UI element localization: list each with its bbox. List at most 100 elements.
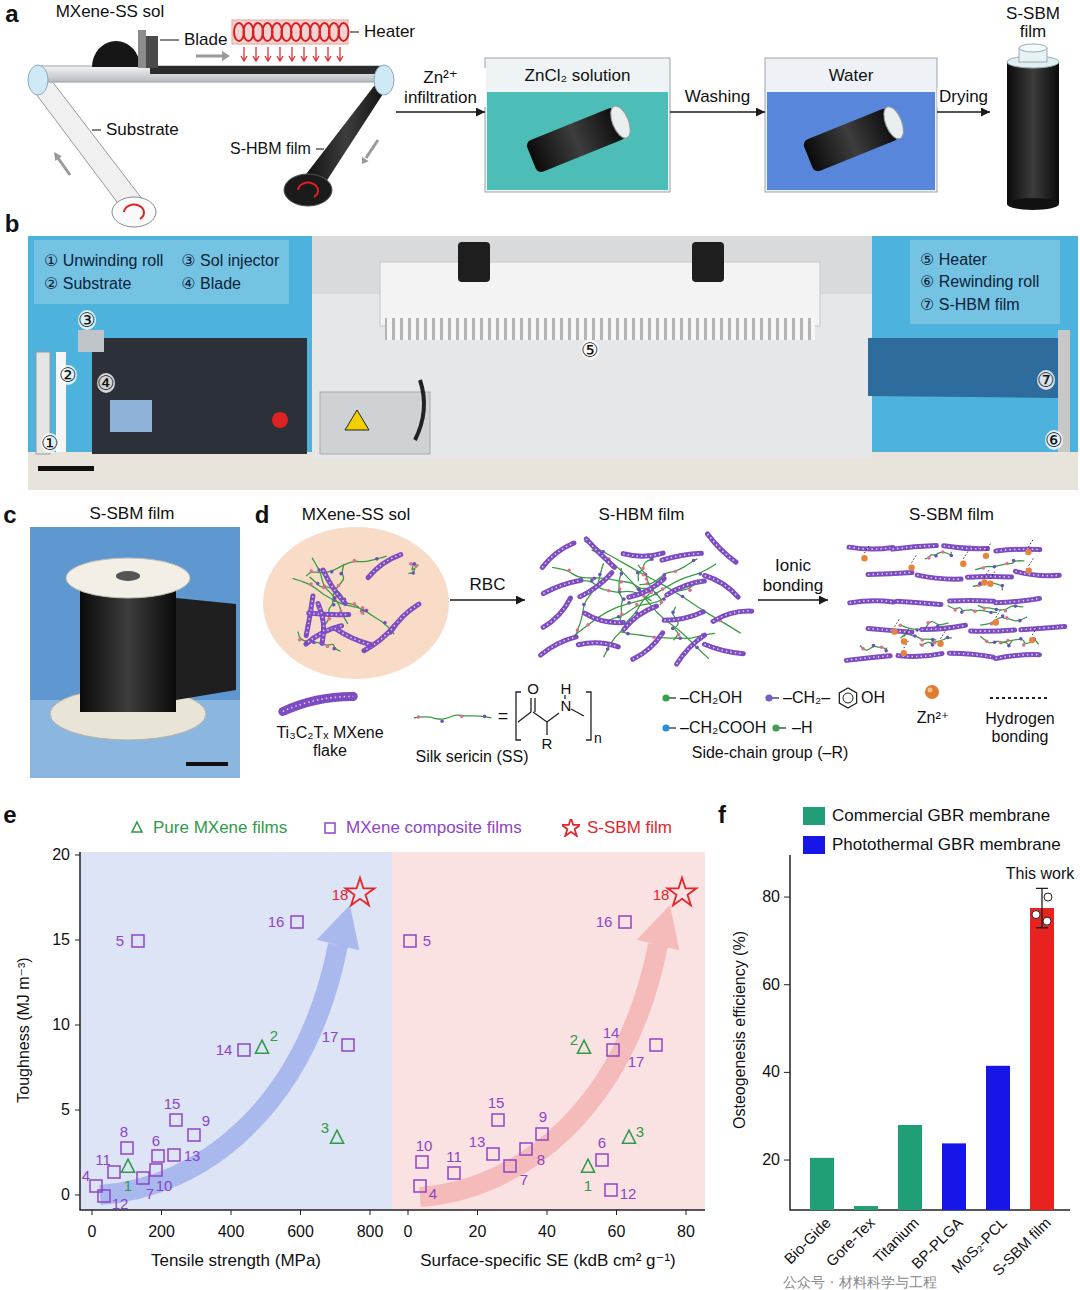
legend-text: Photothermal GBR membrane — [832, 835, 1061, 855]
point-number: 4 — [429, 1185, 437, 1202]
composite-structure — [636, 571, 640, 575]
chem-label: R — [542, 735, 553, 752]
edge-label: Zn²⁺ infiltration — [396, 68, 486, 107]
composite-structure — [706, 534, 735, 563]
composite-structure — [411, 571, 415, 575]
composite-structure — [933, 641, 937, 645]
structure-icon — [483, 715, 487, 719]
composite-structure — [1005, 562, 1009, 566]
composite-structure — [361, 610, 365, 614]
coating-machine — [54, 152, 62, 161]
machine-photo — [320, 392, 430, 454]
point-number: 2 — [270, 1027, 278, 1044]
composite-structure — [917, 575, 961, 580]
composite-structure — [627, 601, 631, 605]
composite-structure — [993, 565, 997, 569]
icon-label: Hydrogen bonding — [978, 710, 1062, 747]
bar-chart — [784, 855, 1070, 1210]
scatter-plot — [404, 935, 416, 947]
scatter-plot — [100, 945, 338, 1195]
composite-structure — [664, 612, 704, 623]
axis-tick: 0 — [404, 1223, 413, 1241]
composite-structure — [901, 638, 907, 644]
composite-structure — [339, 572, 343, 576]
composite-structure — [880, 645, 884, 649]
composite-structure — [360, 611, 364, 615]
composite-structure — [1001, 584, 1005, 588]
composite-structure — [334, 628, 371, 646]
composite-structure — [920, 643, 924, 647]
point-number: 5 — [423, 932, 431, 949]
point-number: 2 — [570, 1031, 578, 1048]
point-number: 17 — [628, 1053, 645, 1070]
axis-title: Surface-specific SE (kdB cm² g⁻¹) — [420, 1251, 676, 1271]
machine-photo — [312, 236, 872, 458]
zncl2-bath — [607, 103, 635, 141]
composite-structure — [950, 554, 954, 558]
composite-structure — [960, 561, 966, 567]
legend-panel: ⑤ Heater⑥ Rewinding roll⑦ S-HBM film — [910, 240, 1060, 324]
composite-structure — [675, 634, 704, 664]
coating-machine — [38, 66, 384, 82]
scatter-plot — [596, 1154, 608, 1166]
point-number: 15 — [488, 1094, 505, 1111]
composite-structure — [1032, 627, 1037, 635]
bar-chart — [784, 897, 790, 898]
process-arrow — [450, 599, 525, 601]
composite-structure — [849, 547, 893, 549]
composite-structure — [897, 601, 941, 604]
composite-structure — [705, 573, 740, 597]
composite-structure — [971, 630, 1015, 632]
composite-structure — [677, 633, 681, 637]
structure-icon — [843, 693, 853, 703]
composite-structure — [915, 628, 919, 632]
scatter-plot — [75, 855, 80, 856]
composite-structure — [990, 571, 995, 579]
film-network: S-HBM film — [525, 505, 758, 670]
scatter-plot — [75, 1025, 80, 1026]
composite-structure — [949, 652, 993, 657]
composite-structure — [1021, 626, 1065, 629]
scatter-plot — [300, 1210, 301, 1215]
coating-machine — [232, 20, 348, 44]
composite-structure — [309, 613, 349, 615]
leader-line — [160, 39, 179, 40]
composite-structure — [931, 638, 935, 642]
scatter-plot — [121, 1142, 133, 1154]
composite-structure — [706, 534, 735, 563]
composite-structure — [705, 573, 740, 597]
zncl2-bath — [525, 103, 634, 173]
point-number: 14 — [216, 1041, 233, 1058]
composite-structure — [985, 640, 989, 644]
scatter-plot — [231, 1210, 232, 1215]
composite-structure — [674, 570, 678, 574]
node-text: Water — [829, 66, 874, 86]
film-roll — [1007, 62, 1059, 204]
node-text: ③ Sol injector — [181, 251, 279, 270]
machine-photo — [110, 400, 152, 432]
scatter-plot — [161, 1210, 162, 1215]
film-roll: S-SBM film — [990, 3, 1076, 210]
composite-structure — [1018, 619, 1022, 623]
machine-photo — [692, 242, 724, 282]
composite-structure — [949, 652, 993, 657]
scatter-plot — [578, 1040, 591, 1053]
composite-structure — [1015, 571, 1059, 577]
bar-chart — [784, 984, 790, 985]
composite-structure — [980, 636, 1012, 644]
chem-label: –H — [792, 719, 812, 737]
composite-structure — [949, 652, 993, 657]
process-arrow — [758, 599, 828, 601]
scatter-plot — [416, 1156, 428, 1168]
scatter-plot — [256, 1040, 269, 1053]
film-roll-photo — [176, 598, 236, 700]
point-number: 9 — [539, 1108, 547, 1125]
composite-structure — [629, 579, 666, 600]
structure-icon — [282, 685, 1050, 740]
composite-structure — [1021, 626, 1065, 629]
composite-structure — [868, 628, 912, 632]
composite-structure — [662, 552, 702, 560]
composite-structure — [541, 541, 574, 568]
coating-machine — [58, 158, 70, 175]
composite-structure — [989, 611, 993, 615]
